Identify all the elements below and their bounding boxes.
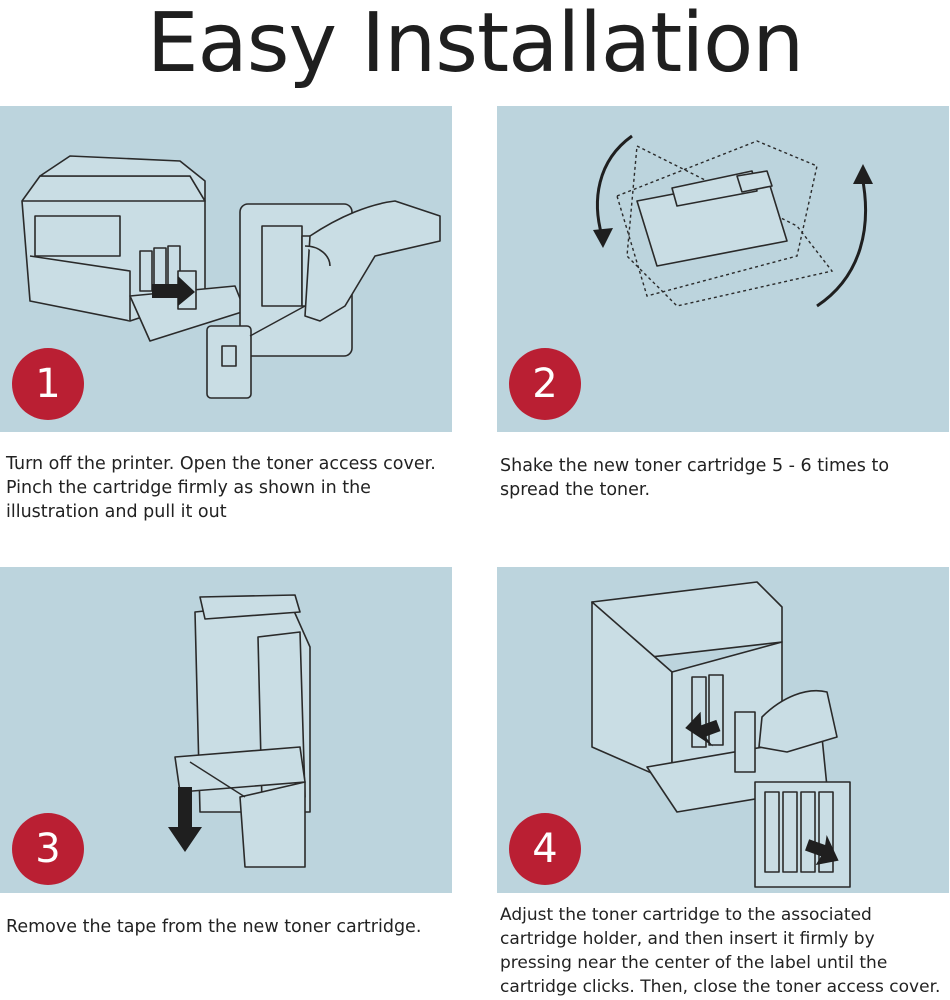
step-3-caption: Remove the tape from the new toner cartr… — [6, 917, 422, 937]
page-title: Easy Installation — [146, 0, 805, 91]
step-4-caption: Adjust the toner cartridge to the associ… — [500, 905, 941, 997]
step-1-caption: Turn off the printer. Open the toner acc… — [6, 454, 436, 522]
step-2-badge: 2 — [509, 348, 581, 420]
step-1-illustration: 1 — [0, 106, 452, 432]
remove-tape-illustration — [168, 594, 311, 868]
step-4-badge: 4 — [509, 813, 581, 885]
step-2-caption: Shake the new toner cartridge 5 - 6 time… — [500, 456, 890, 500]
shake-cartridge-illustration — [593, 134, 873, 308]
step-2-illustration: 2 — [497, 106, 949, 432]
step-3-badge: 3 — [12, 813, 84, 885]
printer-remove-cartridge-illustration — [21, 155, 441, 399]
step-1-badge: 1 — [12, 348, 84, 420]
step-4-illustration: 4 — [497, 567, 949, 893]
insert-cartridge-illustration — [591, 581, 851, 888]
step-3-illustration: 3 — [0, 567, 452, 893]
